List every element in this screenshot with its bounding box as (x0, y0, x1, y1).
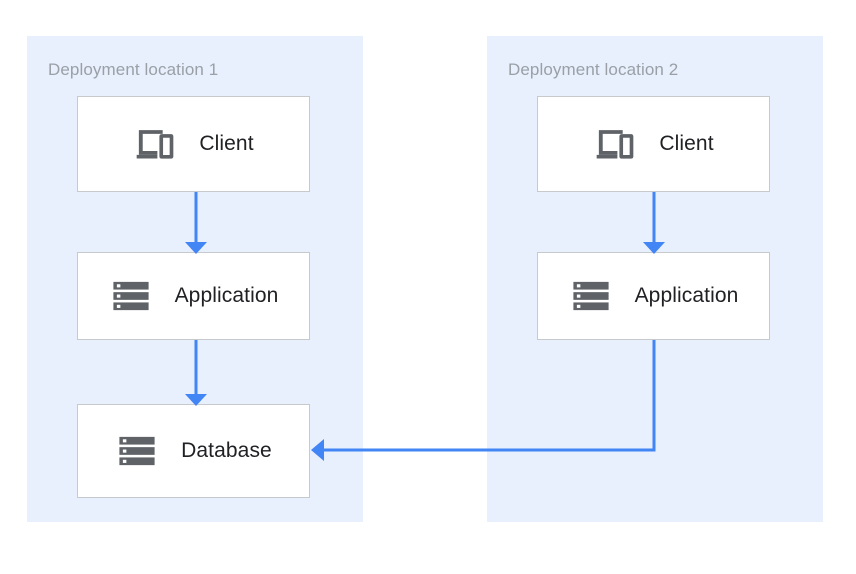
server-icon (119, 436, 155, 466)
node-application-1-label: Application (174, 284, 279, 307)
node-client-2-label: Client (659, 132, 714, 155)
node-application-2[interactable]: Application (537, 252, 770, 340)
deployment-zone-1-label: Deployment location 1 (48, 60, 219, 79)
client-devices-icon (597, 130, 634, 159)
node-client-1-label: Client (199, 132, 254, 155)
server-icon (572, 281, 609, 311)
server-icon (112, 281, 149, 311)
node-application-1[interactable]: Application (77, 252, 310, 340)
node-client-2[interactable]: Client (537, 96, 770, 192)
node-client-1[interactable]: Client (77, 96, 310, 192)
node-application-2-label: Application (634, 284, 739, 307)
node-database-1[interactable]: Database (77, 404, 310, 498)
client-devices-icon (137, 130, 174, 159)
deployment-zone-2-label: Deployment location 2 (508, 60, 679, 79)
node-database-1-label: Database (181, 439, 272, 462)
